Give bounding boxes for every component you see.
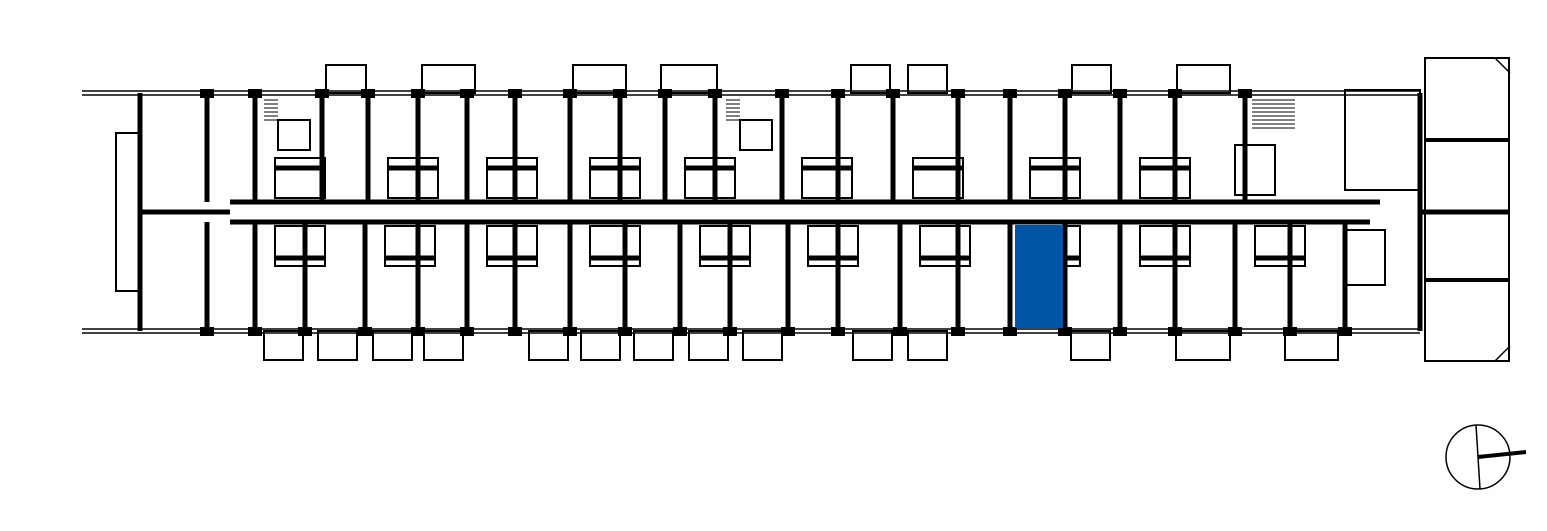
balcony (263, 330, 304, 361)
balcony (688, 330, 729, 361)
balcony (1071, 64, 1112, 94)
balcony (742, 330, 783, 361)
bathroom-core (912, 157, 964, 199)
column (775, 89, 789, 98)
column (460, 327, 474, 336)
bathroom-core (1029, 157, 1081, 199)
column (315, 89, 329, 98)
bathroom-core (274, 225, 326, 267)
bathroom-core (1254, 225, 1306, 267)
column (1003, 89, 1017, 98)
column (1058, 89, 1072, 98)
column (1003, 327, 1017, 336)
stair-core (739, 119, 773, 151)
balcony (633, 330, 674, 361)
balcony (421, 64, 476, 94)
service-core (1234, 144, 1276, 196)
service-core (1344, 89, 1421, 191)
end-wing-wall (1494, 57, 1511, 74)
column (358, 327, 372, 336)
end-wing-wall (1494, 345, 1511, 362)
balcony (1176, 64, 1231, 94)
bathroom-core (919, 225, 971, 267)
column (508, 89, 522, 98)
column (1238, 89, 1252, 98)
column (411, 327, 425, 336)
walls (82, 57, 1511, 362)
column (1228, 327, 1242, 336)
balcony (852, 330, 893, 361)
column (563, 89, 577, 98)
column (248, 327, 262, 336)
balcony (580, 330, 621, 361)
bathroom-core (384, 225, 436, 267)
balcony (1070, 330, 1111, 361)
bathroom-core (807, 225, 859, 267)
balcony (850, 64, 891, 94)
bathroom-core (1139, 157, 1191, 199)
bathroom-core (1139, 225, 1191, 267)
balcony (423, 330, 464, 361)
bathroom-core (589, 225, 641, 267)
column (1168, 89, 1182, 98)
north-arrow-icon (1445, 424, 1527, 490)
balcony (1175, 330, 1231, 361)
column (951, 89, 965, 98)
bathroom-core (801, 157, 853, 199)
column (1338, 327, 1352, 336)
column (200, 89, 214, 98)
column (831, 327, 845, 336)
end-wing (1424, 57, 1510, 362)
column (200, 327, 214, 336)
balcony (528, 330, 569, 361)
bathroom-core (486, 225, 538, 267)
column (618, 327, 632, 336)
balcony (1284, 330, 1339, 361)
balcony (907, 330, 948, 361)
column (1113, 327, 1127, 336)
service-core (1344, 229, 1386, 286)
balcony (317, 330, 358, 361)
column (298, 327, 312, 336)
column (361, 89, 375, 98)
bathroom-core (387, 157, 439, 199)
column (1058, 327, 1072, 336)
stair-core (277, 119, 311, 151)
column (723, 327, 737, 336)
column (893, 327, 907, 336)
column (563, 327, 577, 336)
highlighted-unit[interactable] (1015, 225, 1063, 328)
bathroom-core (589, 157, 641, 199)
balcony (660, 64, 718, 94)
column (673, 327, 687, 336)
column (886, 89, 900, 98)
entrance-canopy (115, 132, 141, 292)
bathroom-core (274, 157, 326, 199)
column (951, 327, 965, 336)
bathroom-core (699, 225, 751, 267)
column (411, 89, 425, 98)
column (781, 327, 795, 336)
bathroom-core (486, 157, 538, 199)
balcony (325, 64, 367, 94)
balcony (907, 64, 948, 94)
balcony (372, 330, 413, 361)
column (248, 89, 262, 98)
balcony (572, 64, 627, 94)
column (508, 327, 522, 336)
column (831, 89, 845, 98)
bathroom-core (684, 157, 736, 199)
column (1113, 89, 1127, 98)
